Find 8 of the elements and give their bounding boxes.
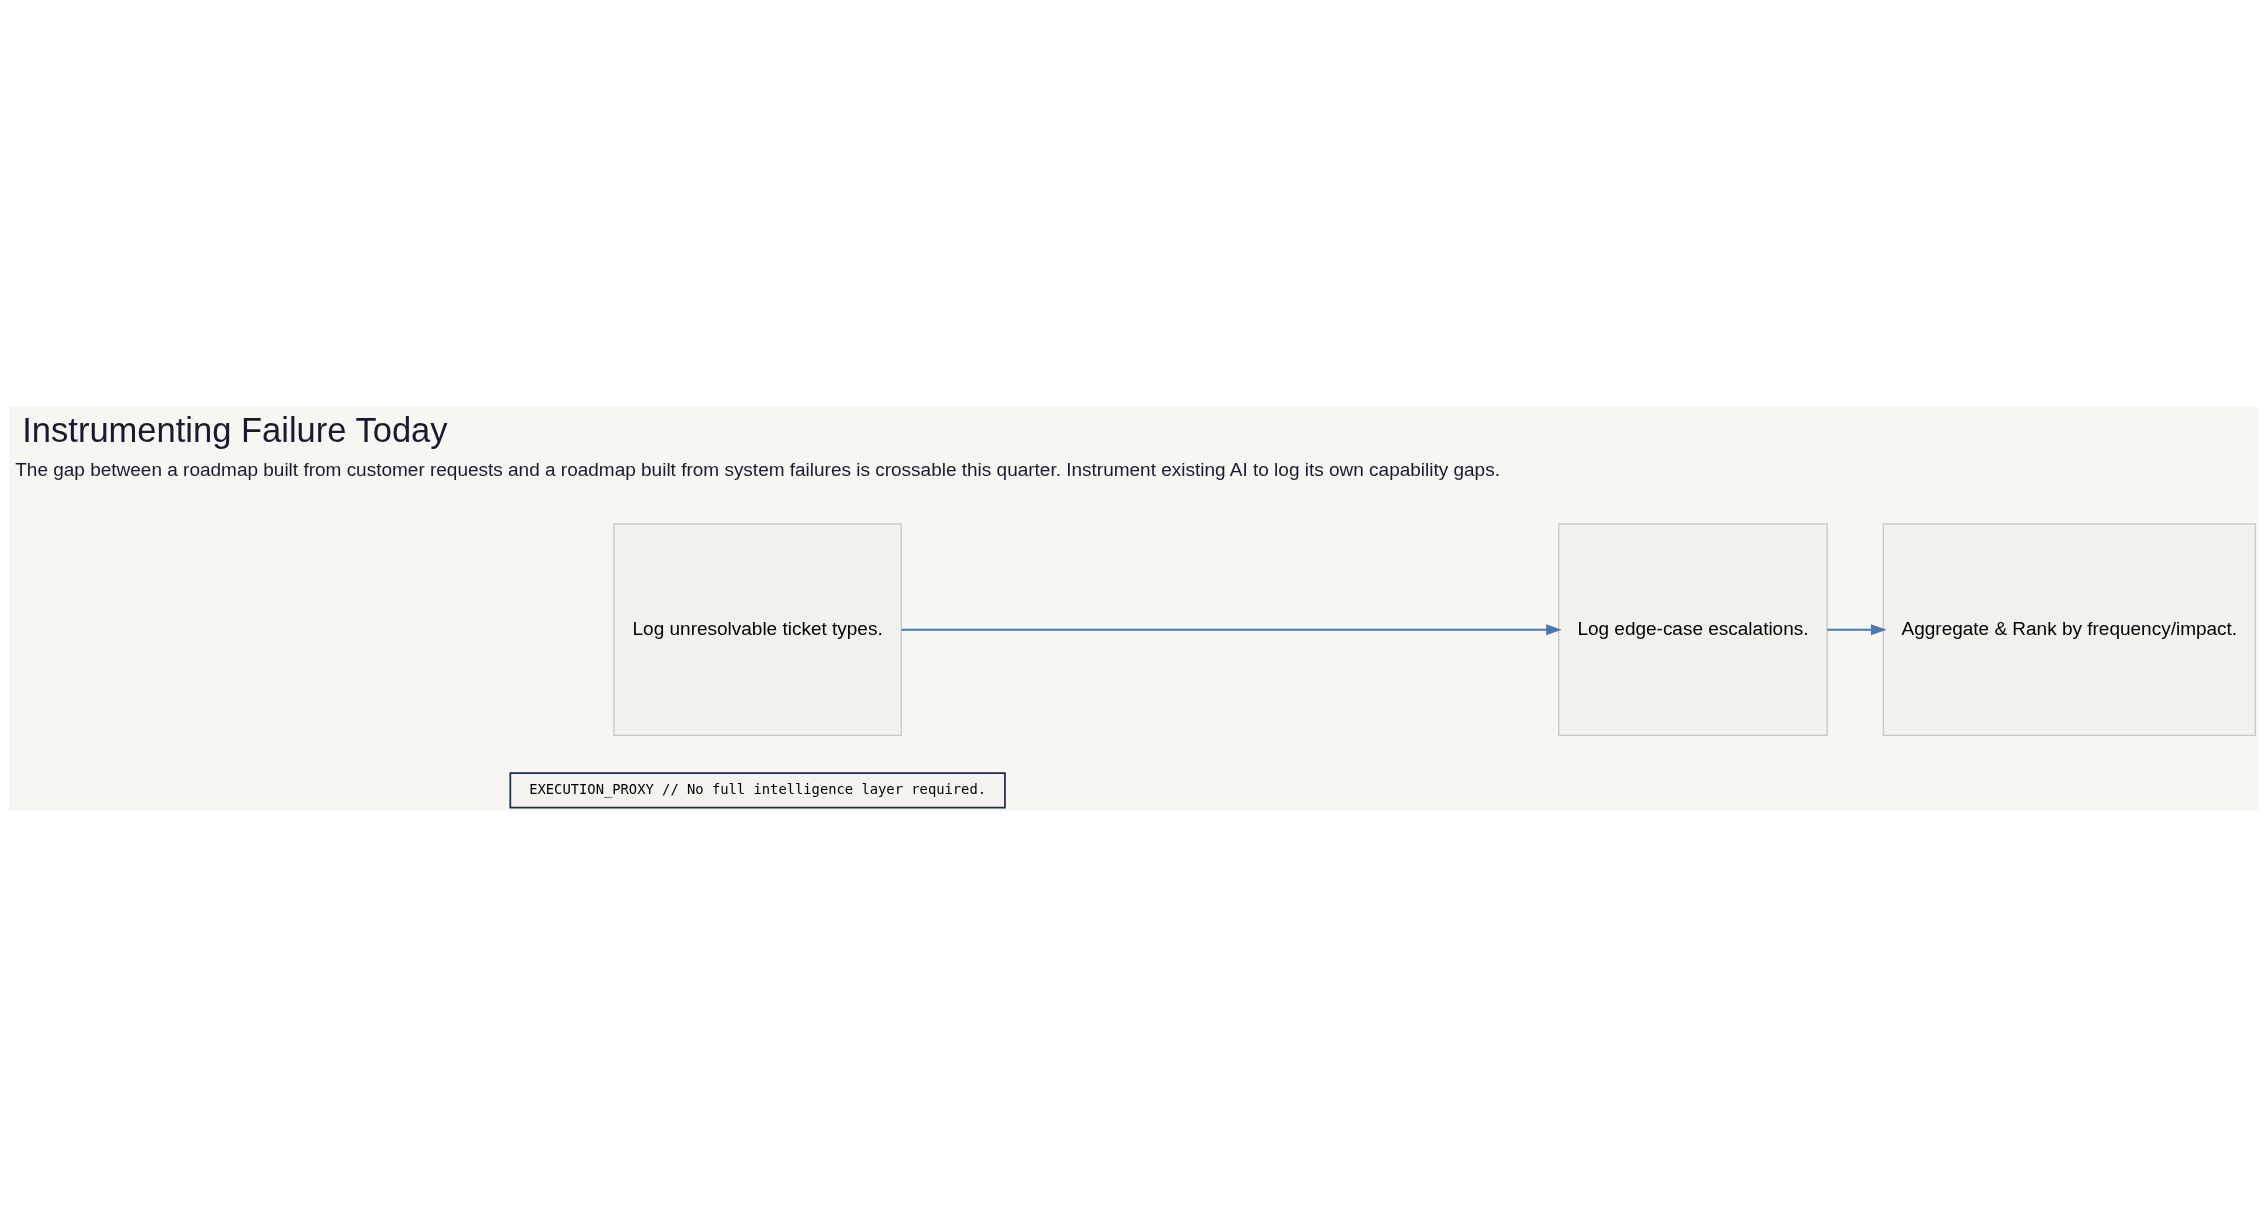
arrow bbox=[1827, 624, 1887, 636]
node-box: Log unresolvable ticket types. bbox=[613, 523, 902, 737]
node-box: Aggregate & Rank by frequency/impact. bbox=[1882, 523, 2256, 737]
diagram-title: Instrumenting Failure Today bbox=[22, 410, 448, 449]
caption: The gap between a roadmap built from customer requests and a roadmap built from system failures is crossable this quarter. Instrument existing AI to log its own capability gaps. bbox=[15, 458, 1500, 480]
arrow bbox=[901, 624, 1562, 636]
node-box: EXECUTION_PROXY // No full intelligence layer required. bbox=[509, 772, 1006, 809]
node-box: Log edge-case escalations. bbox=[1558, 523, 1828, 737]
